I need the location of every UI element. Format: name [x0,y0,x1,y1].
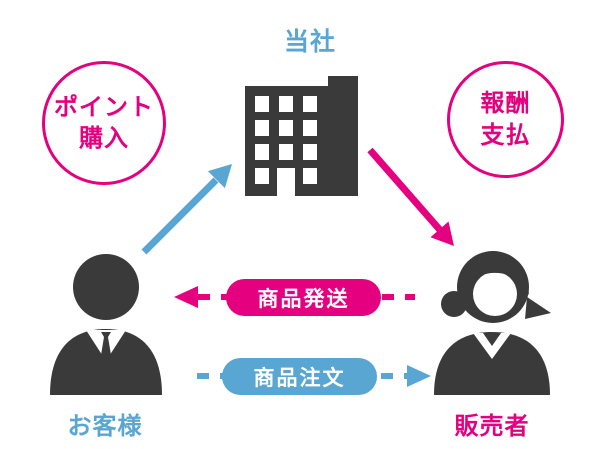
seller-person-icon [434,251,551,395]
company-building-icon [245,76,358,196]
company-label: 当社 [283,28,336,56]
order-badge: 商品注文 [222,358,377,395]
customer-label: お客様 [67,413,143,440]
seller-label: 販売者 [454,413,530,440]
point-purchase-line2: 購入 [79,125,129,152]
customer-person-icon [50,254,162,395]
point-purchase-line1: ポイント [54,93,154,121]
reward-payment-line1: 報酬 [480,90,531,118]
arrow-customer-to-company [141,164,232,255]
shipping-badge: 商品発送 [226,279,381,316]
point-purchase-circle: ポイント 購入 [42,61,166,185]
shipping-arrow-left [174,286,415,308]
reward-payment-circle: 報酬 支払 [447,61,564,178]
arrow-company-to-seller [367,147,454,246]
reward-payment-line2: 支払 [480,121,531,149]
